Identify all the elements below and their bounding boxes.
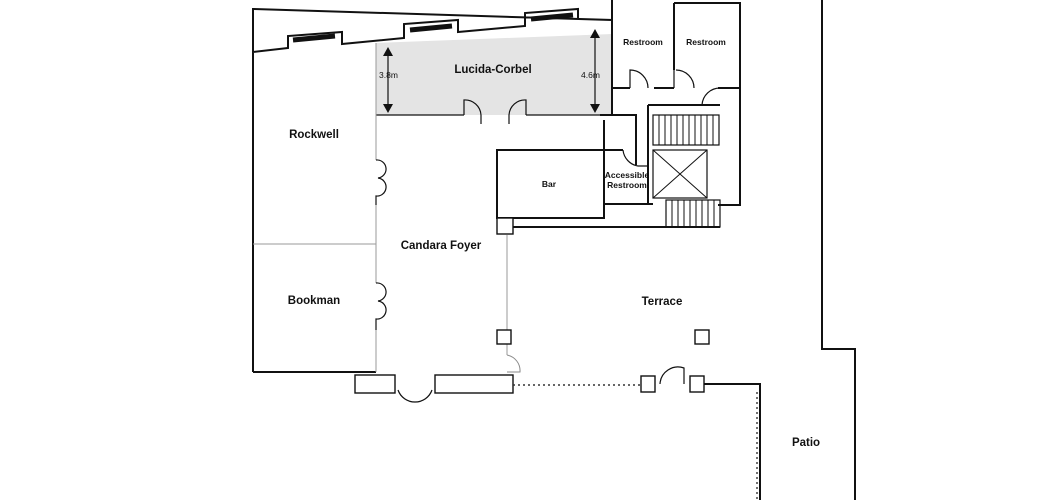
room-label-patio[interactable]: Patio [792,437,820,449]
room-label-accessible[interactable]: Accessible [605,170,650,180]
lucida-corbel-door-right[interactable] [508,99,527,124]
corridor-door[interactable] [701,87,721,106]
foyer-terrace-door[interactable] [506,354,521,373]
dimension-arrow-right [590,29,600,113]
main-entrance-doors[interactable] [397,389,433,403]
room-label-rockwell[interactable]: Rockwell [289,129,339,141]
dimension-arrow-left [383,47,393,113]
stairs-lower [665,199,721,228]
accessible-restroom-wall [603,120,653,205]
elevator [652,149,708,199]
rockwell-door[interactable] [375,159,387,205]
vent-1 [292,33,336,43]
terrace-column-3 [640,375,656,393]
foyer-bench-right [434,374,514,394]
main-building-wall [252,7,613,372]
east-building-wall [821,0,856,500]
terrace-door[interactable] [659,366,685,385]
restroom-2-door[interactable] [675,69,695,89]
terrace-column-1 [496,329,512,345]
lucida-corbel-room-fill[interactable] [376,34,612,115]
foyer-bench-left [354,374,396,394]
bar-column [496,217,514,235]
room-label-bookman[interactable]: Bookman [288,295,340,307]
bookman-door[interactable] [375,282,387,330]
room-label-restroom-2[interactable]: Restroom [686,37,726,47]
room-label-restroom-1[interactable]: Restroom [623,37,663,47]
room-label-accessible-restroom[interactable]: Restroom [607,180,647,190]
terrace-column-2 [694,329,710,345]
accessible-restroom-door[interactable] [622,149,648,167]
room-label-candara-foyer[interactable]: Candara Foyer [401,240,482,252]
room-label-lucida-corbel[interactable]: Lucida-Corbel [454,64,531,76]
restroom-block-wall [611,0,741,89]
stairs-upper [652,114,720,146]
lucida-corbel-door-left[interactable] [463,99,482,124]
restroom-1-door[interactable] [629,69,649,89]
corridor-wall [600,87,741,206]
terrace-patio-wall [704,383,761,500]
dimension-label-right: 4.6m [581,70,600,80]
dimension-label-left: 3.8m [379,70,398,80]
room-label-terrace[interactable]: Terrace [642,296,683,308]
room-label-bar[interactable]: Bar [542,179,557,189]
vent-2 [409,23,453,33]
terrace-column-4 [689,375,705,393]
bar-counter-wall [513,217,720,228]
